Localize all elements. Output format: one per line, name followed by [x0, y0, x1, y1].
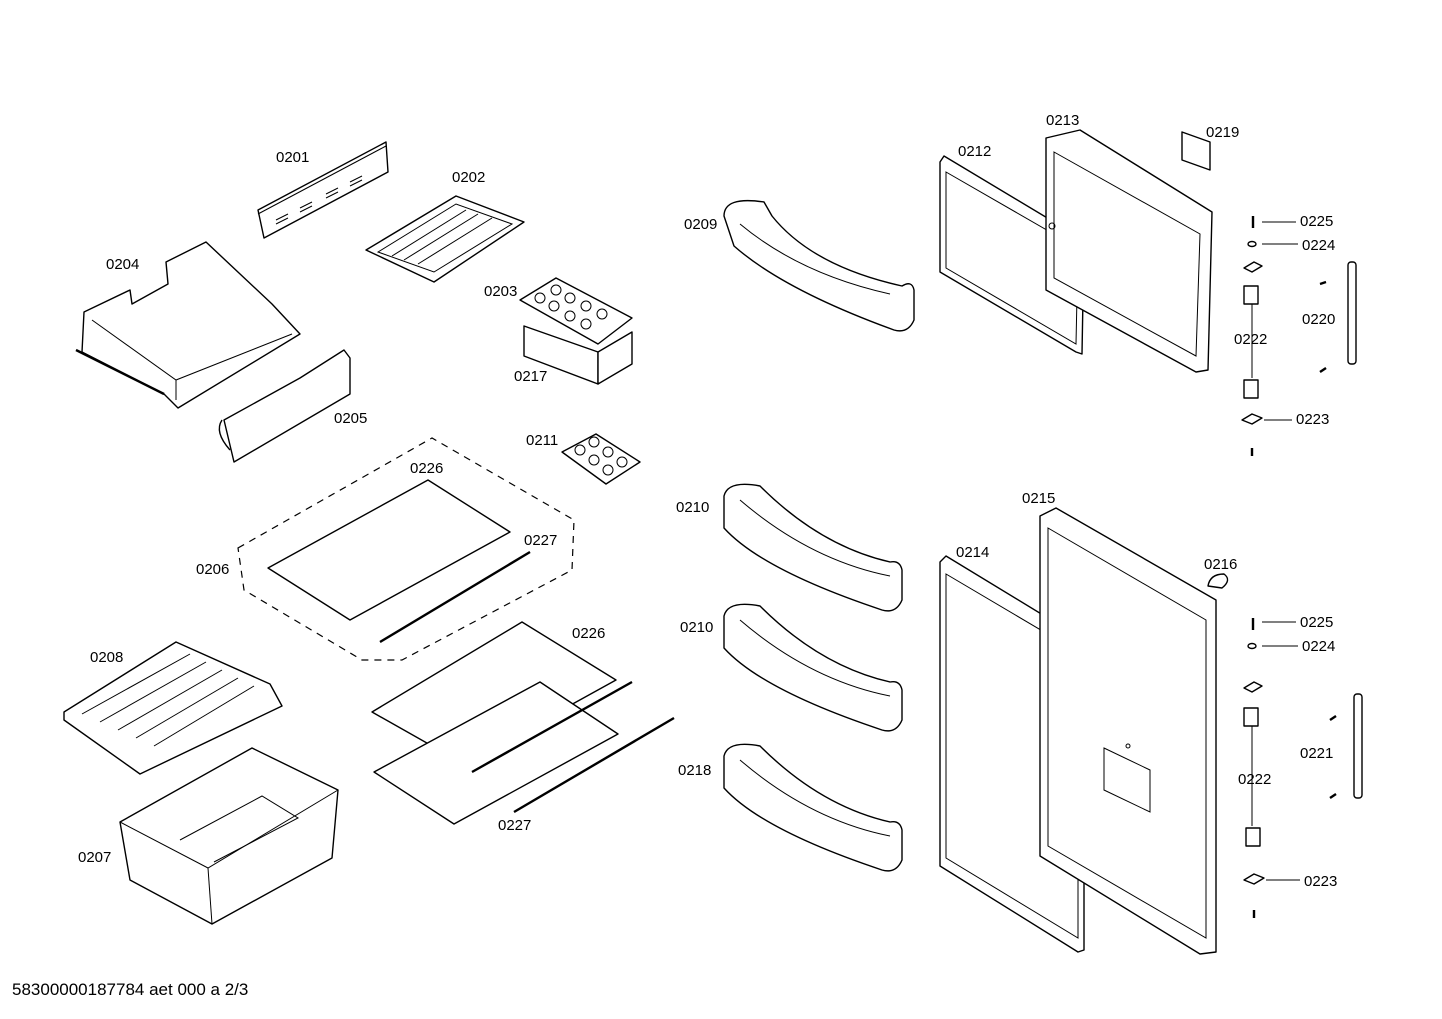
label-0216: 0216: [1204, 556, 1237, 573]
label-0213: 0213: [1046, 112, 1079, 129]
label-0206: 0206: [196, 561, 229, 578]
part-0227-trim-strip-lower: [513, 716, 675, 814]
part-0201-vent-cover: [257, 141, 389, 239]
label-0207: 0207: [78, 849, 111, 866]
part-0212-freezer-gasket: [939, 155, 1085, 355]
part-0205-front-panel: [218, 349, 351, 463]
part-0209-door-balcony: [723, 199, 915, 332]
part-0216-hinge-cap: [1207, 573, 1229, 589]
label-0223-upper: 0223: [1296, 411, 1329, 428]
label-0217: 0217: [514, 368, 547, 385]
part-0203-ice-tray: [519, 277, 633, 345]
part-0220-hinge-rod: [1347, 261, 1357, 365]
hardware-stack-upper: [1241, 216, 1327, 456]
label-0215: 0215: [1022, 490, 1055, 507]
label-0211: 0211: [526, 432, 558, 449]
part-0208-crisper-cover: [63, 641, 283, 775]
label-0210-upper: 0210: [676, 499, 709, 516]
hardware-stack-lower: [1243, 618, 1337, 918]
label-0220: 0220: [1302, 311, 1335, 328]
label-0210-lower: 0210: [680, 619, 713, 636]
part-0227-trim-strip-mid: [471, 680, 633, 774]
label-0227-lower: 0227: [498, 817, 531, 834]
label-0227-upper: 0227: [524, 532, 557, 549]
label-0201: 0201: [276, 149, 309, 166]
label-0202: 0202: [452, 169, 485, 186]
part-0207-crisper-drawer: [119, 747, 339, 925]
label-0225-upper: 0225: [1300, 213, 1333, 230]
label-0203: 0203: [484, 283, 517, 300]
part-0213-freezer-door: [1045, 129, 1213, 373]
part-0226-glass-shelf-lower-b: [373, 681, 619, 825]
part-0221-hinge-rod: [1353, 693, 1363, 799]
part-0210-door-bin-upper: [723, 483, 903, 612]
label-0209: 0209: [684, 216, 717, 233]
part-0206-shelf-assembly-outline: [237, 437, 575, 661]
label-0208: 0208: [90, 649, 123, 666]
label-0226-upper: 0226: [410, 460, 443, 477]
label-0219: 0219: [1206, 124, 1239, 141]
document-id: 58300000187784 aet 000 a 2/3: [12, 980, 249, 999]
label-0214: 0214: [956, 544, 989, 561]
label-0222-lower: 0222: [1238, 771, 1271, 788]
part-0211-egg-holder: [561, 433, 641, 485]
label-0225-lower: 0225: [1300, 614, 1333, 631]
label-0204: 0204: [106, 256, 139, 273]
label-0212: 0212: [958, 143, 991, 160]
label-0205: 0205: [334, 410, 367, 427]
part-0202-shelf-grid: [365, 195, 525, 283]
part-0218-door-bin-bottom: [723, 743, 903, 872]
part-0226-glass-shelf-upper: [267, 479, 511, 621]
part-0217-ice-box: [523, 325, 633, 385]
label-0224-upper: 0224: [1302, 237, 1335, 254]
label-0223-lower: 0223: [1304, 873, 1337, 890]
part-0204-drawer: [75, 241, 301, 409]
label-0218: 0218: [678, 762, 711, 779]
label-0226-lower: 0226: [572, 625, 605, 642]
label-0222-upper: 0222: [1234, 331, 1267, 348]
label-0224-lower: 0224: [1302, 638, 1335, 655]
part-0219-label: [1181, 131, 1211, 171]
label-0221: 0221: [1300, 745, 1333, 762]
part-0215-fridge-door: [1039, 507, 1217, 955]
part-0227-trim-strip-upper: [379, 550, 531, 644]
part-0210-door-bin-lower: [723, 603, 903, 732]
